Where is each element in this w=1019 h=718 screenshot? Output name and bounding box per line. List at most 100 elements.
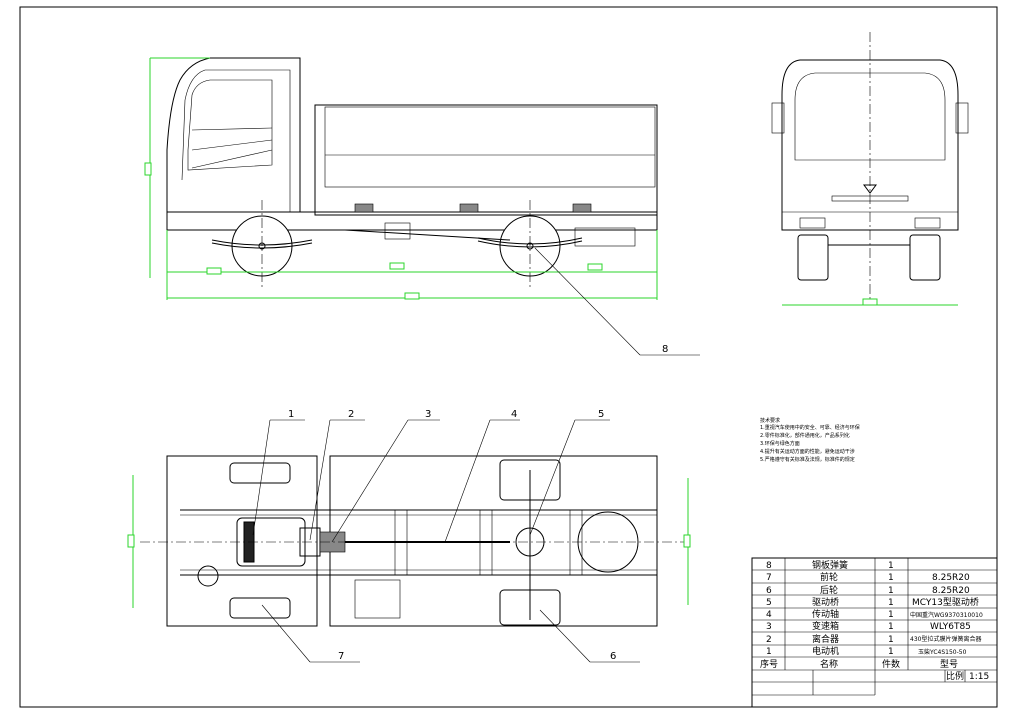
scale-value: 1:15 bbox=[969, 672, 989, 682]
notes-line: 2.零件标准化，部件通用化，产品系列化 bbox=[760, 432, 850, 439]
notes-line: 4.提升有关运动方面的性能，避免运动干涉 bbox=[760, 448, 855, 455]
table-row: 5 驱动桥 1 MCY13型驱动桥 bbox=[766, 596, 979, 608]
table-row: 3 变速箱 1 WLY6T85 bbox=[766, 620, 971, 632]
table-row: 4 传动轴 1 中国重汽WG9370310010 bbox=[766, 608, 983, 620]
callout-label: 5 bbox=[598, 409, 604, 420]
frame-mount bbox=[354, 203, 374, 213]
right-mirror bbox=[955, 102, 969, 134]
row-no: 2 bbox=[766, 635, 772, 645]
row-name: 前轮 bbox=[820, 571, 838, 583]
left-headlamp bbox=[799, 217, 826, 229]
table-grid bbox=[752, 558, 997, 696]
notes-line: 3.环保与绿色方面 bbox=[760, 440, 800, 447]
row-qty: 1 bbox=[888, 561, 894, 571]
row-no: 3 bbox=[766, 622, 772, 632]
row-name: 电动机 bbox=[812, 645, 839, 657]
table-row: 1 电动机 1 玉柴YC4S150-50 bbox=[766, 645, 967, 657]
cab-stripe-2 bbox=[191, 149, 273, 169]
callouts: 1 2 3 4 5 6 7 bbox=[252, 409, 640, 663]
frame-mount bbox=[572, 203, 592, 213]
row-name: 传动轴 bbox=[812, 608, 839, 620]
row-qty: 1 bbox=[888, 610, 894, 620]
row-no: 1 bbox=[766, 647, 772, 657]
notes-line: 1.重视汽车使用中的安全、可靠、经济与环保 bbox=[760, 424, 860, 431]
row-qty: 1 bbox=[888, 573, 894, 583]
top-front-wheel bbox=[229, 462, 291, 484]
table-header: 序号 名称 件数 型号 bbox=[760, 658, 958, 670]
header-qty: 件数 bbox=[882, 658, 900, 670]
row-name: 钢板弹簧 bbox=[812, 559, 848, 571]
row-model: MCY13型驱动桥 bbox=[912, 596, 979, 608]
row-model: 430型拉式膜片弹簧离合器 bbox=[910, 635, 981, 643]
dim-label-box bbox=[127, 534, 135, 548]
row-qty: 1 bbox=[888, 622, 894, 632]
row-model: 中国重汽WG9370310010 bbox=[910, 611, 983, 619]
parts-table: 8 钢板弹簧 1 7 前轮 1 8.25R20 6 后轮 1 8.25R20 5… bbox=[751, 557, 998, 708]
side-gearbox bbox=[384, 222, 411, 240]
frame-mount bbox=[459, 203, 479, 213]
dim-label-box bbox=[587, 263, 603, 271]
top-battery bbox=[354, 579, 401, 619]
cargo-panel bbox=[324, 106, 656, 188]
steering-box bbox=[197, 565, 219, 587]
cab-stripe bbox=[191, 139, 273, 151]
row-qty: 1 bbox=[888, 635, 894, 645]
chassis-frame bbox=[166, 211, 658, 231]
crossmember bbox=[569, 509, 583, 576]
row-model: 8.25R20 bbox=[932, 586, 970, 596]
dim-label-box bbox=[404, 292, 420, 300]
cab-outline bbox=[166, 57, 301, 213]
table-row: 6 后轮 1 8.25R20 bbox=[766, 584, 970, 596]
row-no: 8 bbox=[766, 561, 772, 571]
notes-title: 技术要求 bbox=[760, 417, 780, 424]
row-name: 离合器 bbox=[812, 633, 839, 645]
cargo-box bbox=[314, 104, 658, 216]
row-no: 5 bbox=[766, 598, 772, 608]
left-mirror bbox=[771, 102, 785, 134]
drawing-border bbox=[19, 6, 998, 708]
header-model: 型号 bbox=[940, 659, 958, 670]
side-driveshaft bbox=[344, 229, 511, 241]
row-no: 7 bbox=[766, 573, 772, 583]
scale-label: 比例 bbox=[946, 670, 964, 682]
dim-label-box bbox=[206, 267, 222, 275]
header-no: 序号 bbox=[760, 658, 778, 670]
row-qty: 1 bbox=[888, 586, 894, 596]
right-headlamp bbox=[914, 217, 941, 229]
technical-notes: 技术要求 1.重视汽车使用中的安全、可靠、经济与环保 2.零件标准化，部件通用化… bbox=[760, 417, 860, 463]
side-view: 8 bbox=[144, 57, 700, 356]
header-name: 名称 bbox=[820, 658, 838, 670]
leader-line bbox=[261, 604, 311, 663]
row-qty: 1 bbox=[888, 598, 894, 608]
leader-line bbox=[444, 419, 491, 543]
dim-label-box bbox=[389, 262, 405, 270]
callout-label: 8 bbox=[662, 344, 668, 355]
callout-label: 1 bbox=[288, 409, 294, 420]
table-row: 8 钢板弹簧 1 bbox=[766, 559, 894, 571]
leader-line bbox=[539, 609, 591, 663]
top-front-wheel bbox=[229, 597, 291, 619]
callout-label: 3 bbox=[425, 409, 431, 420]
row-no: 4 bbox=[766, 610, 772, 620]
cab-belt-line bbox=[191, 127, 273, 131]
top-cab bbox=[166, 455, 318, 627]
callout-label: 2 bbox=[348, 409, 354, 420]
leader-line bbox=[252, 419, 271, 536]
row-model: 8.25R20 bbox=[932, 573, 970, 583]
row-no: 6 bbox=[766, 586, 772, 596]
side-tank bbox=[574, 227, 636, 247]
leader-line bbox=[529, 419, 576, 536]
front-left-tire bbox=[797, 234, 829, 281]
dim-label-box bbox=[862, 298, 878, 306]
notes-line: 5.严格遵守有关标准及法规，标准件的规定 bbox=[760, 456, 855, 463]
callout-label: 6 bbox=[610, 651, 616, 662]
cab-window bbox=[187, 79, 273, 171]
dim-label-box bbox=[144, 162, 152, 176]
table-row: 2 离合器 1 430型拉式膜片弹簧离合器 bbox=[766, 633, 981, 645]
leader-line bbox=[534, 247, 641, 356]
top-view bbox=[127, 455, 691, 627]
front-view bbox=[771, 32, 969, 306]
front-cab-outline bbox=[781, 59, 959, 231]
row-model: WLY6T85 bbox=[930, 622, 971, 632]
